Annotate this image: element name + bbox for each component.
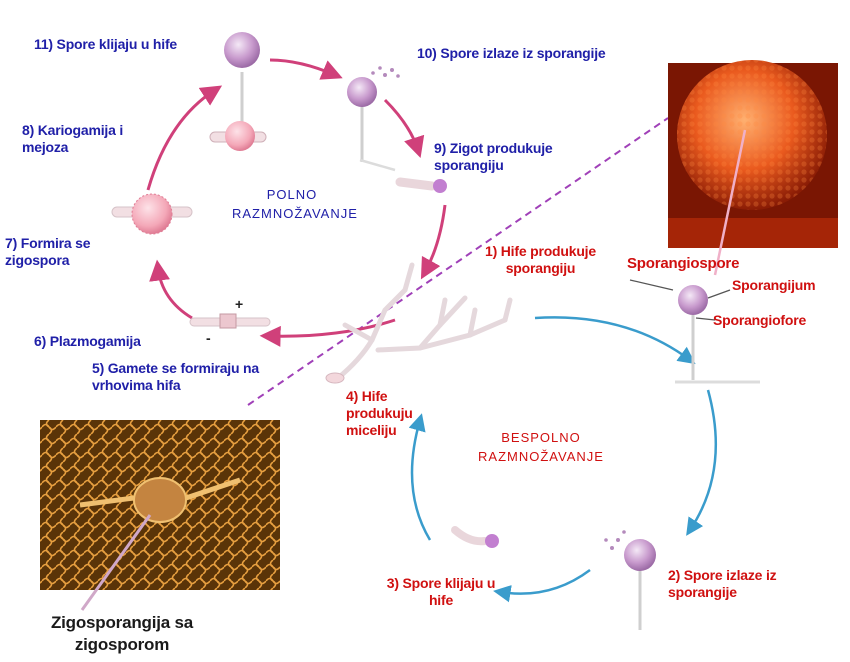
- step-9-label: 11) Spore klijaju u hife: [34, 36, 204, 53]
- mycelium-illustration: [338, 265, 510, 378]
- step-1-label: 1) Hife produkuje sporangiju: [483, 243, 598, 277]
- photo-caption: Zigosporangija sa zigosporom: [22, 612, 222, 656]
- zygosporangium-photo: [40, 420, 280, 610]
- step-5-label: 5) Gamete se formiraju na vrhovima hifa: [92, 360, 292, 394]
- sporangiophore-label: Sporangiofore: [713, 312, 806, 329]
- zygote-sporangium-illustration: [210, 32, 266, 151]
- sporangium-label: Sporangijum: [732, 277, 815, 294]
- releasing-sporangium-illustration: [347, 66, 400, 170]
- sporangium-photo: [668, 60, 838, 275]
- germinating-spore-illustration: [400, 179, 447, 193]
- sexual-cycle-title: POLNO RAZMNOŽAVANJE: [232, 185, 352, 223]
- minus-sign: -: [206, 330, 210, 347]
- step-11-label: 9) Zigot produkuje sporangiju: [434, 140, 604, 174]
- plus-sign: +: [235, 296, 243, 313]
- plasmogamy-illustration: [190, 314, 270, 328]
- sporangiospore-leader-line: [630, 280, 673, 290]
- step-10-label: 10) Spore izlaze iz sporangije: [417, 45, 607, 62]
- step-6-label: 6) Plazmogamija: [34, 333, 194, 350]
- step-2-label: 2) Spore izlaze iz sporangije: [668, 567, 818, 601]
- step-8-label: 8) Kariogamija i mejoza: [22, 122, 152, 156]
- gametangium-tip: [326, 373, 344, 383]
- asexual-releasing-sporangium: [604, 530, 656, 630]
- step-3-label: 3) Spore klijaju u hife: [376, 575, 506, 609]
- zygospore-illustration: [112, 194, 192, 234]
- sporangium-structure-illustration: [630, 280, 760, 382]
- sporangiospore-label: Sporangiospore: [627, 255, 739, 272]
- asexual-cycle-title: BESPOLNO RAZMNOŽAVANJE: [476, 428, 606, 466]
- sporangium-leader-line: [708, 290, 730, 298]
- step-4-label: 4) Hife produkuju miceliju: [346, 388, 426, 439]
- step-7-label: 7) Formira se zigospora: [5, 235, 135, 269]
- asexual-germinating-spore: [455, 530, 499, 548]
